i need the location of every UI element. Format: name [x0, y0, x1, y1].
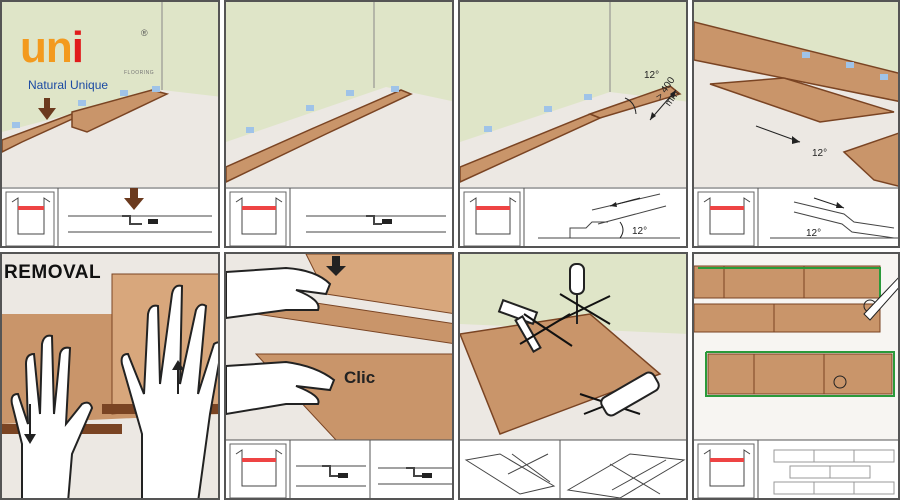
- angle-label-step4: 12°: [812, 148, 828, 159]
- down-arrow-icon: [38, 98, 56, 120]
- step-1-illustration: [2, 2, 218, 246]
- direction-arrow-icon: [755, 125, 801, 144]
- brick-pattern: [773, 449, 895, 495]
- logo-tagline: Natural Unique: [28, 78, 109, 92]
- caulk-tube-icon: [600, 371, 660, 417]
- removal-illustration: [2, 254, 218, 498]
- layout-illustration: [694, 254, 898, 498]
- bottom-hand-icon: [226, 360, 336, 416]
- down-arrow-icon-clic: [326, 256, 346, 276]
- removal-panel: REMOVAL: [0, 252, 220, 500]
- clic-panel: Clic: [224, 252, 454, 500]
- removal-heading: REMOVAL: [4, 262, 102, 283]
- step-2-panel: [224, 0, 454, 248]
- tools-panel: [458, 252, 688, 500]
- right-hand-icon: [120, 284, 218, 498]
- step-3-panel: 12° > 400 mm 12°: [458, 0, 688, 248]
- layout-panel: [692, 252, 900, 500]
- angle-label-step4-detail: 12°: [806, 228, 822, 239]
- plank-detail-a: [464, 453, 556, 495]
- top-hand-icon: [226, 266, 332, 320]
- registered-mark: ®: [141, 28, 148, 38]
- down-arrow-icon-detail: [124, 188, 144, 210]
- logo-subbrand: FLOORING: [124, 70, 155, 76]
- hammer-icon: [497, 298, 542, 353]
- step-3-illustration: [460, 2, 686, 246]
- angle-label-detail: 12°: [632, 226, 648, 237]
- tools-illustration: [460, 254, 686, 498]
- step-2-illustration: [226, 2, 452, 246]
- plank-detail-b: [566, 453, 686, 498]
- left-down-arrow-icon: [24, 404, 36, 444]
- screwdriver-icon: [569, 263, 585, 324]
- clic-illustration: [226, 254, 452, 498]
- left-hand-icon: [10, 334, 94, 498]
- brand-logo: uni ® FLOORING Natural Unique: [20, 26, 160, 106]
- blade-tool-icon: [863, 277, 898, 321]
- step-1-panel: uni ® FLOORING Natural Unique: [0, 0, 220, 248]
- logo-text: un: [20, 23, 73, 72]
- angle-label-top: 12°: [644, 70, 660, 81]
- right-up-arrow-icon: [172, 360, 184, 394]
- step-4-panel: 12° 12°: [692, 0, 900, 248]
- logo-text-i: i: [71, 23, 84, 72]
- step-4-illustration: [694, 2, 898, 246]
- clic-label: Clic: [344, 368, 376, 387]
- distance-arrow-icon: [649, 89, 677, 121]
